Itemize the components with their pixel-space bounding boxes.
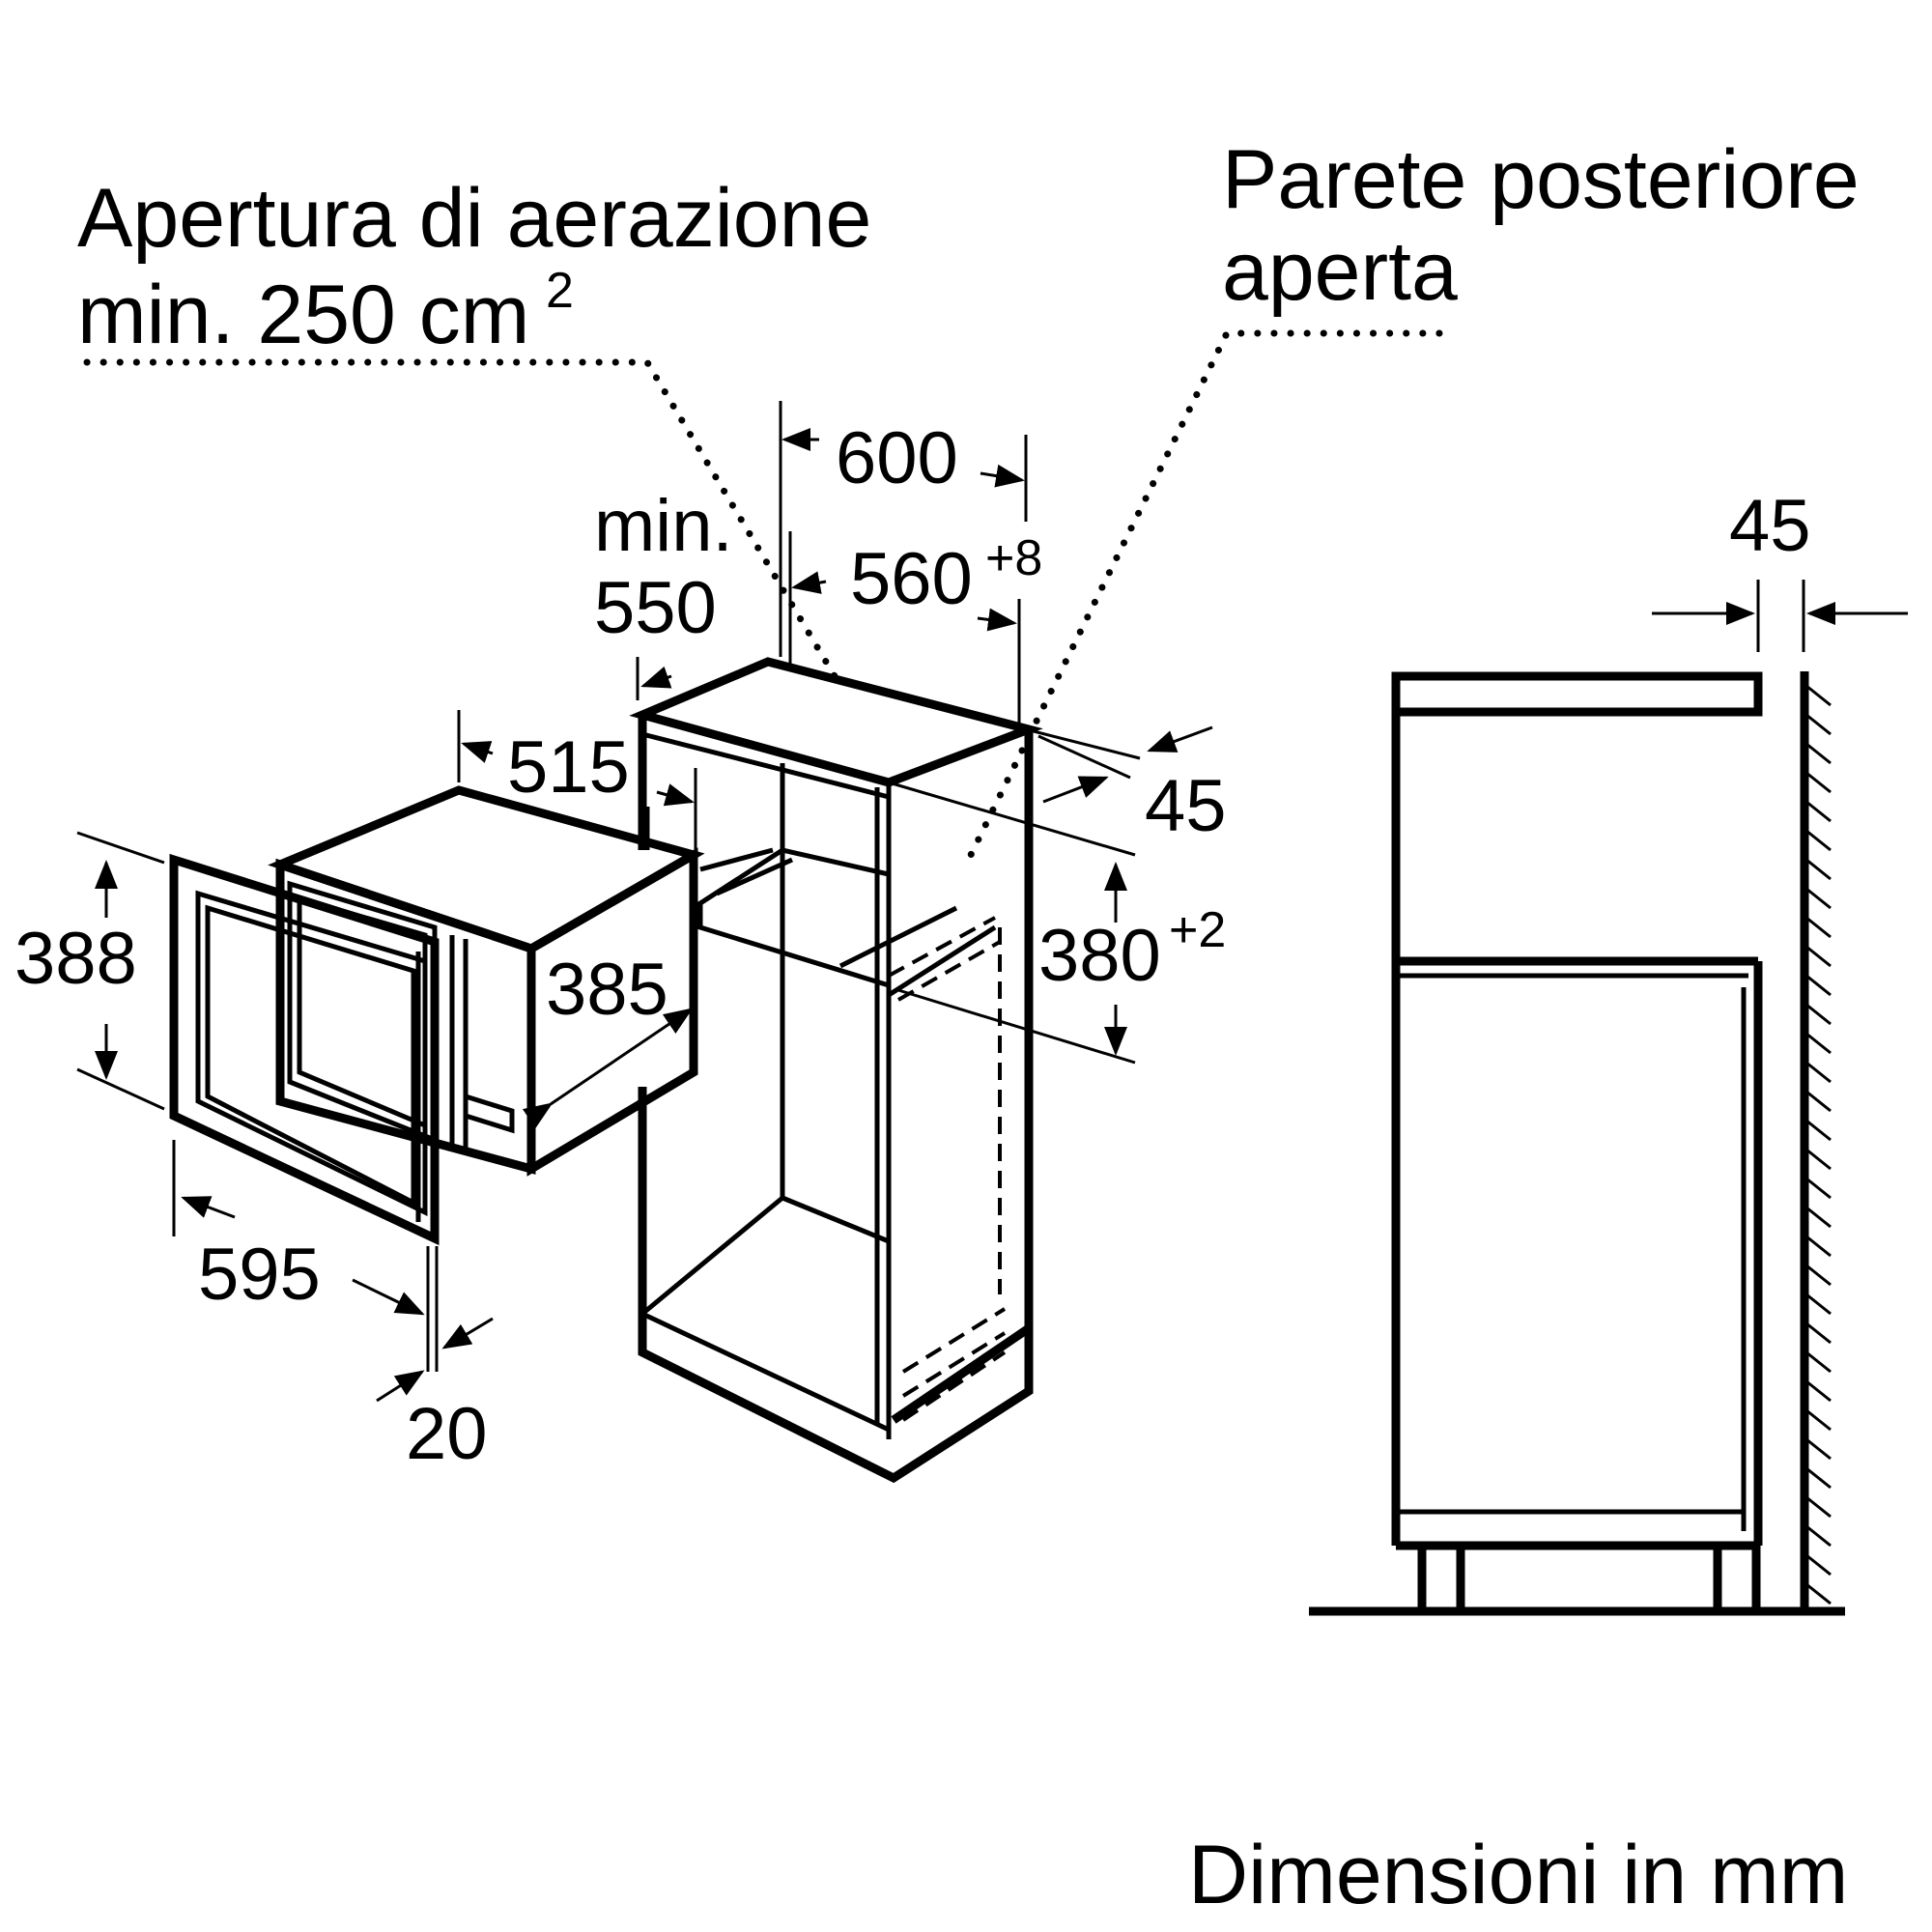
dim-45-side-label: 45 xyxy=(1729,485,1811,567)
dim-600-label: 600 xyxy=(836,417,958,499)
dim-560-tolerance: +8 xyxy=(985,530,1042,586)
dim-380-tolerance: +2 xyxy=(1169,902,1226,958)
dim-min-label: min. xyxy=(594,485,733,567)
dim-385-label: 385 xyxy=(546,949,668,1031)
units-label: Dimensioni in mm xyxy=(1188,1829,1848,1921)
dim-550 xyxy=(636,657,672,700)
dim-380 xyxy=(888,781,1136,1065)
dim-380-label: 380 xyxy=(1038,915,1161,997)
dim-45-cabinet-label: 45 xyxy=(1145,765,1227,847)
ventilation-label-line2: min. 250 cm xyxy=(77,269,529,361)
dim-600 xyxy=(779,401,1028,657)
dim-550-label: 550 xyxy=(594,567,717,649)
dim-388 xyxy=(76,831,165,1111)
dim-560 xyxy=(788,531,1021,729)
cabinet-niche xyxy=(629,657,1043,1484)
dim-595-label: 595 xyxy=(198,1234,321,1316)
dim-385 xyxy=(522,1008,694,1129)
ventilation-label-sup: 2 xyxy=(546,263,574,319)
dim-45-side xyxy=(1652,580,1908,652)
dim-515 xyxy=(457,710,697,850)
rear-wall-label-line1: Parete posteriore xyxy=(1222,133,1860,226)
dim-45-cabinet xyxy=(1025,725,1213,804)
rear-wall-label-line2: aperta xyxy=(1222,225,1458,318)
side-elevation xyxy=(1309,671,1845,1616)
microwave-unit xyxy=(169,785,705,1246)
rear-wall-leader xyxy=(967,329,1443,859)
dim-595 xyxy=(172,1140,430,1372)
ventilation-leader xyxy=(83,358,844,690)
ventilation-label-line1: Apertura di aerazione xyxy=(77,172,871,265)
dim-20-label: 20 xyxy=(406,1393,488,1475)
dim-388-label: 388 xyxy=(14,918,137,1000)
dim-560-label: 560 xyxy=(850,538,973,620)
dim-20 xyxy=(376,1246,494,1403)
wall-hatching xyxy=(1805,684,1832,1605)
dim-515-label: 515 xyxy=(507,726,630,809)
